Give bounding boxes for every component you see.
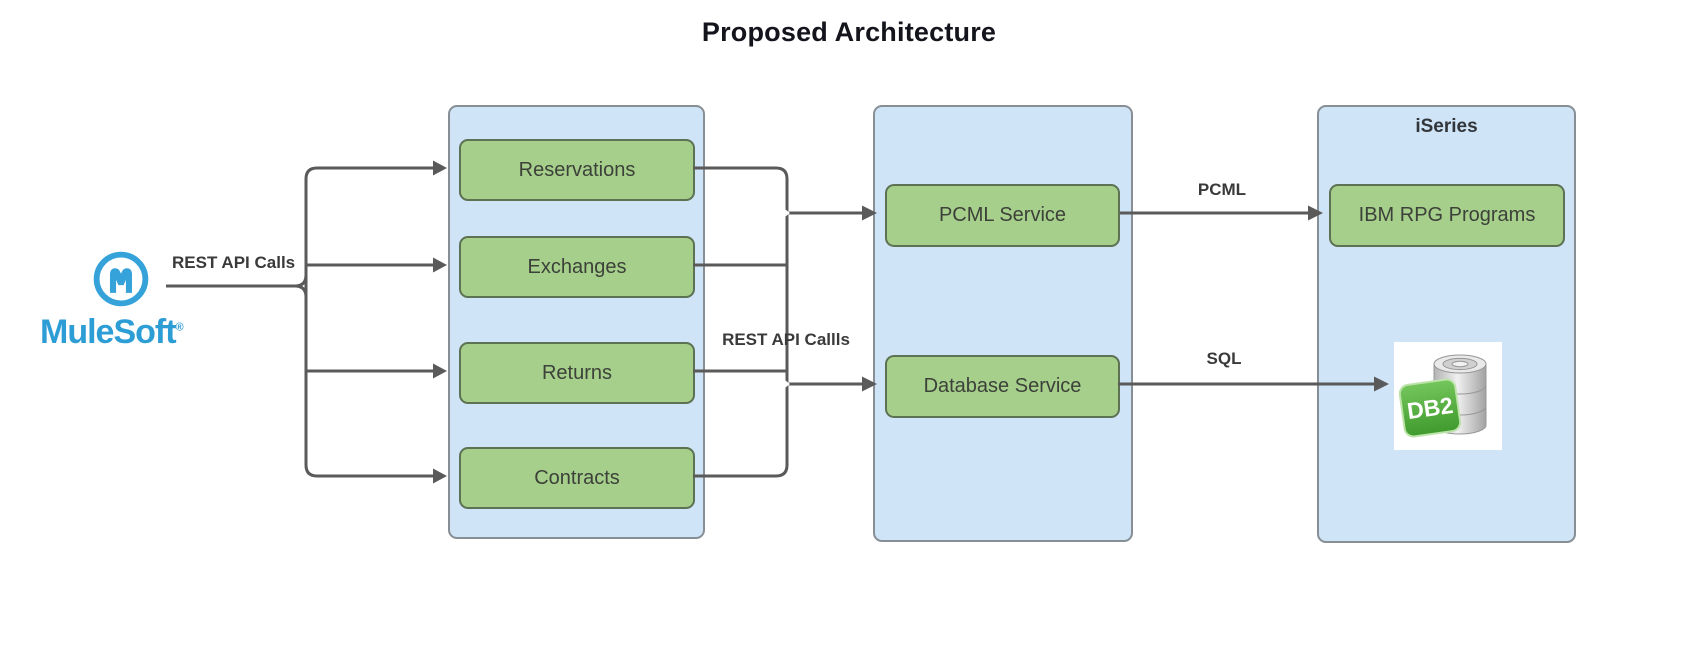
- mulesoft-logo-icon: [93, 251, 149, 307]
- junction-notches: [781, 206, 790, 391]
- page-title: Proposed Architecture: [701, 17, 997, 47]
- node-reservations: Reservations: [459, 139, 695, 201]
- node-database-service: Database Service: [885, 355, 1120, 418]
- node-exchanges: Exchanges: [459, 236, 695, 298]
- container-service-layer: PCML Service Database Service: [873, 105, 1133, 542]
- mulesoft-wordmark-text: MuleSoft: [40, 313, 177, 351]
- node-returns: Returns: [459, 342, 695, 404]
- node-ibm-rpg-programs: IBM RPG Programs: [1329, 184, 1565, 247]
- db2-badge-label: DB2: [1405, 392, 1454, 424]
- edge-label-rest-api-callls: REST API Callls: [722, 330, 850, 349]
- node-pcml-service: PCML Service: [885, 184, 1120, 247]
- edge-label-pcml: PCML: [1197, 180, 1247, 199]
- container-iseries: iSeries IBM RPG Programs: [1317, 105, 1576, 543]
- edge-label-rest-api-calls: REST API Calls: [172, 253, 296, 272]
- container-api-layer: Reservations Exchanges Returns Contracts: [448, 105, 705, 539]
- mulesoft-wordmark: MuleSoft®: [40, 313, 184, 352]
- connector-paths: [166, 166, 1374, 478]
- db2-badge: DB2: [1398, 378, 1462, 438]
- iseries-title: iSeries: [1415, 116, 1478, 137]
- node-contracts: Contracts: [459, 447, 695, 509]
- db2-database-icon: DB2: [1394, 342, 1502, 450]
- edge-label-sql: SQL: [1206, 349, 1242, 368]
- registered-trademark-symbol: ®: [175, 321, 184, 334]
